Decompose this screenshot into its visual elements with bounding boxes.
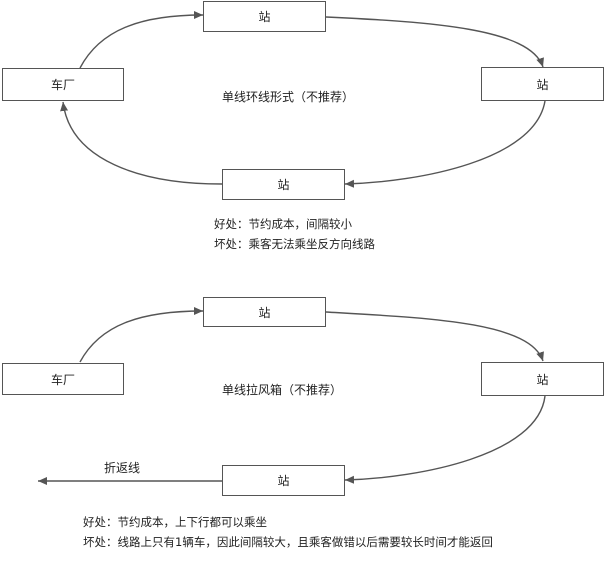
edge-right-to-bottom-station-2: [344, 395, 546, 484]
station-node-right-2: 站: [481, 362, 604, 396]
edge-right-to-bottom-station: [344, 100, 546, 188]
edge-top-to-right-station-2: [325, 311, 544, 362]
edge-top-to-right-station: [325, 16, 544, 68]
station-label: 站: [277, 474, 290, 488]
depot-node: 车厂: [2, 68, 124, 101]
station-label: 站: [536, 77, 549, 92]
station-node-bottom-2: 站: [222, 465, 345, 496]
station-node-top: 站: [203, 1, 326, 32]
edge-depot-to-top-station: [79, 11, 204, 69]
station-label: 站: [258, 305, 271, 320]
station-label: 站: [277, 178, 290, 192]
pros-text-2: 好处：节约成本，上下行都可以乘坐: [83, 515, 267, 529]
diagram-title-2: 单线拉风箱（不推荐）: [222, 383, 343, 397]
station-label: 站: [536, 372, 549, 387]
edge-depot-to-top-station-2: [79, 307, 204, 363]
station-node-bottom: 站: [222, 169, 345, 200]
turnback-label: 折返线: [104, 461, 141, 475]
pros-text: 好处：节约成本，间隔较小: [214, 217, 352, 231]
edge-bottom-to-depot: [60, 101, 223, 185]
cons-text: 坏处：乘客无法乘坐反方向线路: [214, 237, 375, 251]
depot-label: 车厂: [50, 78, 75, 92]
depot-node-2: 车厂: [2, 363, 124, 395]
diagram-title: 单线环线形式（不推荐）: [222, 90, 355, 104]
station-node-right: 站: [481, 67, 604, 101]
station-label: 站: [258, 10, 271, 24]
station-node-top-2: 站: [203, 297, 326, 327]
depot-label: 车厂: [50, 372, 75, 387]
cons-text-2: 坏处：线路上只有1辆车，因此间隔较大，且乘客做错以后需要较长时间才能返回: [83, 535, 493, 549]
